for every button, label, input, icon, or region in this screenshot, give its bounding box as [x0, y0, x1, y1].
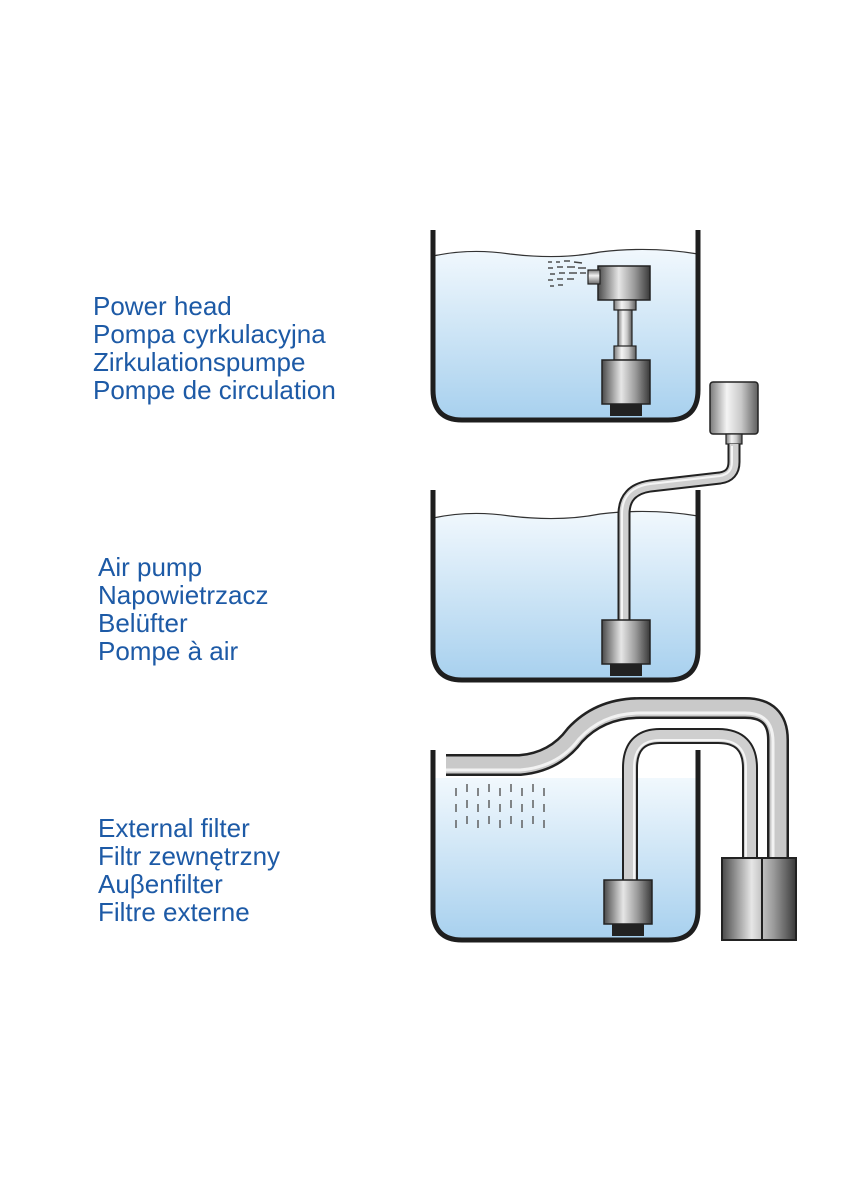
air-pump-label-de: Belüfter	[98, 608, 188, 638]
air-stone	[601, 619, 651, 676]
external-filter-label-pl: Filtr zewnętrzny	[98, 841, 281, 871]
external-filter-label-de: Auβenfilter	[98, 869, 223, 899]
power-head-label-de: Zirkulationspumpe	[93, 347, 306, 377]
external-filter-label-en: External filter	[98, 813, 250, 843]
water	[433, 249, 698, 420]
water-surface	[432, 510, 699, 520]
water	[433, 778, 698, 940]
external-filter-label-block: External filter Filtr zewnętrzny Auβenfi…	[98, 814, 280, 926]
power-head-label-pl: Pompa cyrkulacyjna	[93, 319, 326, 349]
tank-outline	[430, 750, 701, 943]
tank-external-filter	[430, 697, 797, 943]
intake-strainer	[603, 879, 653, 936]
power-head-label-en: Power head	[93, 291, 232, 321]
power-head-label-block: Power head Pompa cyrkulacyjna Zirkulatio…	[93, 292, 336, 404]
water	[433, 511, 698, 680]
air-pump-label-pl: Napowietrzacz	[98, 580, 269, 610]
air-pump-label-block: Air pump Napowietrzacz Belüfter Pompe à …	[98, 553, 269, 665]
water-surface	[432, 248, 699, 258]
external-filter-label-fr: Filtre externe	[98, 897, 250, 927]
air-pump-label-fr: Pompe à air	[98, 636, 239, 666]
power-head-pump	[587, 265, 651, 416]
rain-bar-spray	[455, 784, 545, 828]
tank-outline	[430, 490, 701, 683]
spray-particles	[548, 260, 586, 287]
air-pump-unit	[709, 381, 759, 445]
external-filter-canister	[721, 857, 797, 941]
tank-outline	[430, 230, 701, 423]
air-pump-label-en: Air pump	[98, 552, 203, 582]
tank-power-head	[430, 230, 701, 423]
power-head-label-fr: Pompe de circulation	[93, 375, 336, 405]
tank-air-pump	[430, 381, 759, 683]
